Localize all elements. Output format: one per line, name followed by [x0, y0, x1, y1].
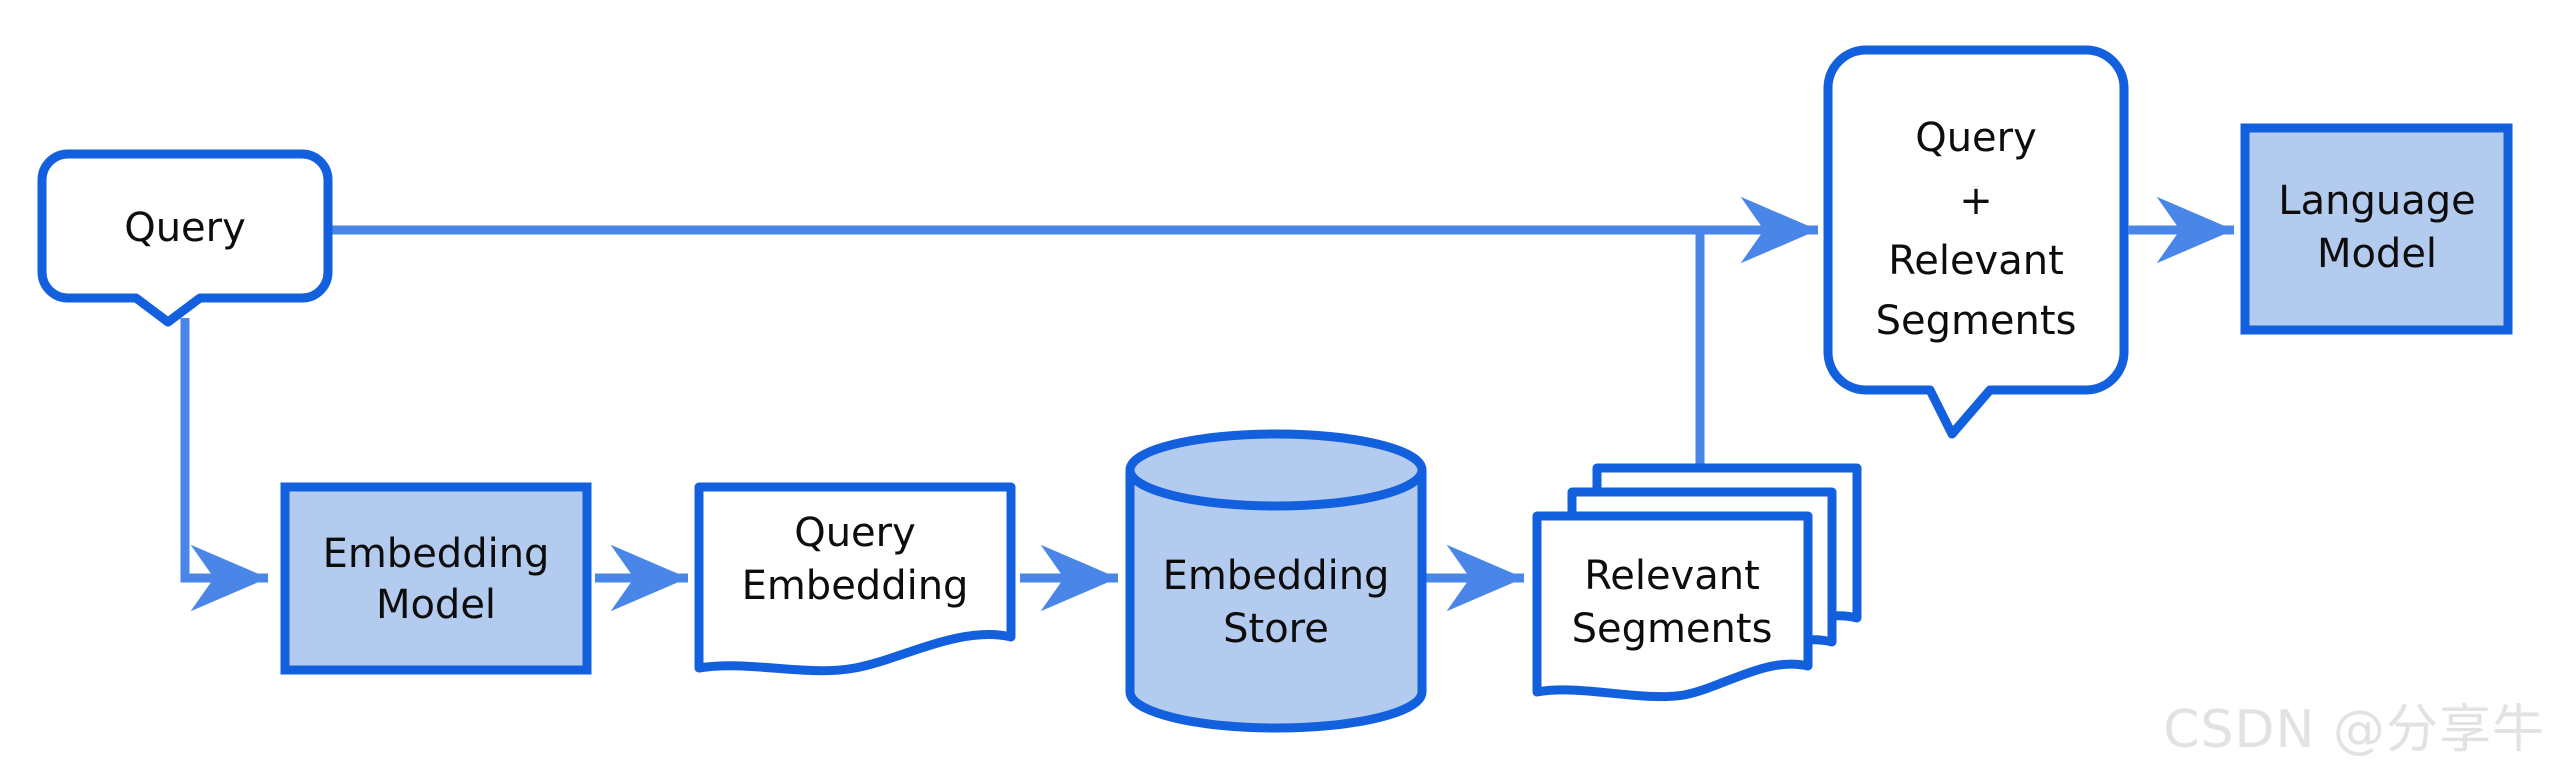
node-embedding-model[interactable]: Embedding Model — [280, 482, 592, 675]
embedding-store-label-line1: Embedding — [1163, 553, 1390, 599]
embedding-model-label-line2: Model — [376, 582, 496, 628]
relevant-segments-sheet-front — [1532, 511, 1813, 702]
embedding-store-label-line2: Store — [1223, 606, 1329, 652]
csdn-watermark: CSDN @分享牛 — [2163, 700, 2545, 760]
query-callout-shape — [37, 149, 333, 327]
language-model-label-line2: Model — [2317, 231, 2437, 277]
language-model-shape — [2240, 123, 2513, 335]
query-embedding-shape — [694, 482, 1016, 676]
embedding-model-shape — [280, 482, 592, 675]
embedding-model-label-line1: Embedding — [323, 531, 550, 577]
combined-label-line1: Query — [1915, 115, 2037, 161]
node-query-embedding[interactable]: Query Embedding — [694, 482, 1016, 676]
query-embedding-label-line2: Embedding — [742, 563, 969, 609]
connector-layer — [180, 196, 1818, 612]
combined-label-line4: Segments — [1876, 298, 2077, 344]
node-query[interactable]: Query — [37, 149, 333, 327]
node-query-plus-relevant-segments[interactable]: Query + Relevant Segments — [1823, 45, 2129, 439]
query-embedding-label-line1: Query — [794, 510, 916, 556]
node-relevant-segments[interactable]: Relevant Segments — [1532, 463, 1862, 702]
combined-label-line2: + — [1959, 178, 1993, 224]
relevant-segments-label-line1: Relevant — [1584, 553, 1760, 599]
node-embedding-store[interactable]: Embedding Store — [1125, 429, 1427, 733]
embedding-store-body-shape — [1125, 465, 1427, 733]
combined-label-line3: Relevant — [1888, 238, 2064, 284]
embedding-store-top-ellipse — [1125, 429, 1427, 511]
node-language-model[interactable]: Language Model — [2240, 123, 2513, 335]
relevant-segments-label-line2: Segments — [1572, 606, 1773, 652]
combined-callout-shape — [1823, 45, 2129, 439]
query-label: Query — [124, 205, 246, 251]
language-model-label-line1: Language — [2278, 178, 2475, 224]
edge-query-to-embedding-model — [180, 318, 268, 612]
